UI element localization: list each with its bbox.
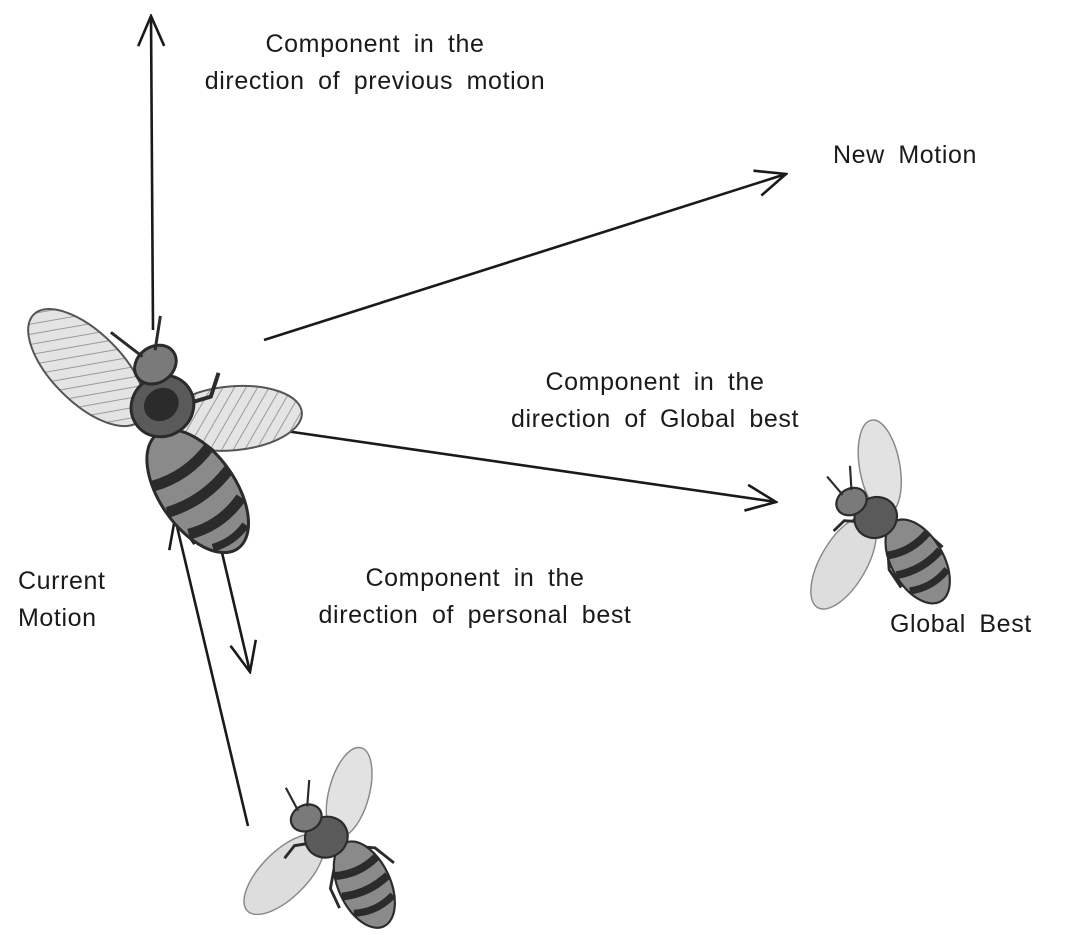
label-global-best-component-line1: Component in the	[470, 364, 840, 401]
label-previous-motion: Component in the direction of previous m…	[160, 26, 590, 100]
label-global-best: Global Best	[890, 606, 1032, 643]
bee-personal-best-icon	[193, 730, 448, 935]
label-current-motion: Current Motion	[18, 563, 106, 637]
label-previous-motion-line2: direction of previous motion	[160, 63, 590, 100]
label-previous-motion-line1: Component in the	[160, 26, 590, 63]
label-global-best-component: Component in the direction of Global bes…	[470, 364, 840, 438]
arrow-global-best	[258, 427, 776, 502]
label-current-motion-line1: Current	[18, 563, 106, 600]
arrow-new-motion	[264, 174, 786, 340]
label-personal-best-component: Component in the direction of personal b…	[270, 560, 680, 634]
bee-current-particle-icon	[2, 207, 358, 588]
label-global-best-component-line2: direction of Global best	[470, 401, 840, 438]
label-personal-best-component-line2: direction of personal best	[270, 597, 680, 634]
arrow-previous-motion	[151, 16, 153, 330]
label-current-motion-line2: Motion	[18, 600, 106, 637]
arrow-current-motion	[175, 518, 248, 826]
label-new-motion: New Motion	[833, 137, 977, 174]
label-personal-best-component-line1: Component in the	[270, 560, 680, 597]
